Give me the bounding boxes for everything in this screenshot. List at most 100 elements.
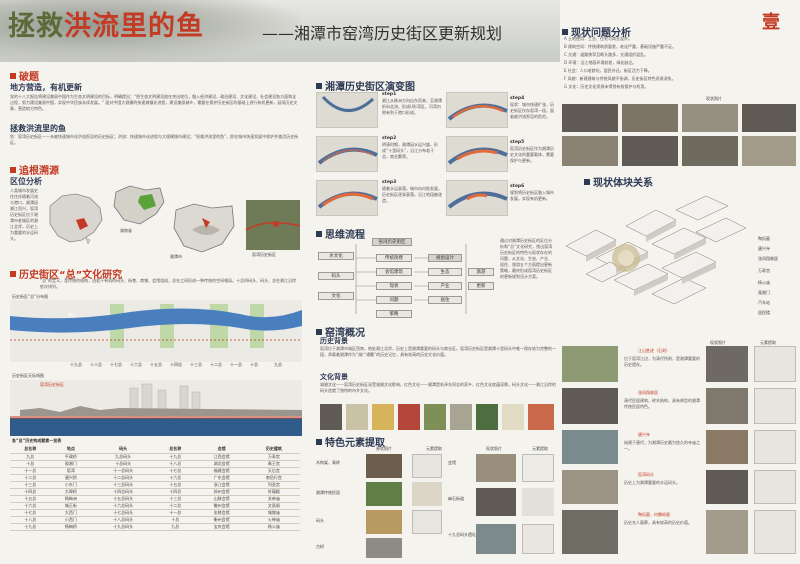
section-marker-icon <box>562 29 568 35</box>
culture-photo <box>398 404 420 430</box>
table-cell: 十五总 <box>154 481 196 489</box>
right-col-header: 现状照片 <box>710 340 726 345</box>
table-header: 地点 <box>50 446 92 454</box>
heritage-text: 清代民居建筑，砖木结构，具有典型的湘潭传统民居特色。 <box>624 398 700 409</box>
table-cell: 列圣宫 <box>247 481 300 489</box>
problem-item: C 交通：道路狭窄且断头路多，交通组织混乱。 <box>564 52 649 57</box>
board-number: 壹 <box>762 12 780 33</box>
section-marker-icon <box>10 271 16 277</box>
skyline-caption: 历史街区天际线图 <box>12 373 44 378</box>
heritage-photo <box>706 510 748 554</box>
table-cell: 十一总 <box>10 467 51 475</box>
table-cell: 十五总 <box>10 495 51 503</box>
table-cell: 十二总码头 <box>91 474 155 482</box>
flow-box: 水文化 <box>318 252 354 260</box>
breaking-heading-2: 拯救洪流里的鱼 <box>10 124 66 133</box>
flow-box: 规划设计 <box>428 254 462 262</box>
flow-box: 旅游 <box>468 268 494 276</box>
flow-box: 策略 <box>376 310 412 318</box>
table-cell: 十五总码头 <box>91 495 155 503</box>
table-cell: 十二总 <box>154 502 196 510</box>
table-cell: 福建会馆 <box>195 467 248 475</box>
table-cell: 广东会馆 <box>195 474 248 482</box>
culture-photo <box>502 404 524 430</box>
heritage-name: 唐兴寺 <box>638 432 650 437</box>
table-cell: 江西会馆 <box>195 453 248 461</box>
problem-photo <box>742 104 796 132</box>
feature-label: 湘潭传统民居 <box>316 490 340 495</box>
table-cell: 小西门 <box>50 516 92 524</box>
table-cell: 衡州会馆 <box>195 516 248 524</box>
table-cell: 南岳行宫 <box>247 474 300 482</box>
table-cell: 十七总 <box>10 509 51 517</box>
table-row: 十二总唐兴桥十二总码头十六总广东会馆南岳行宫 <box>10 474 300 482</box>
table-cell: 十三总 <box>154 495 196 503</box>
section-thinking: 思维流程 <box>316 226 365 241</box>
table-cell: 十九总 <box>10 523 51 531</box>
features-col-header: 元素提取 <box>532 446 548 451</box>
breaking-paragraph-1: 党的十八大报告将建设美丽中国作为生态文明建设的目标，明确提出：“把生态文明建设放… <box>10 94 300 118</box>
table-cell: 轩辕殿 <box>247 488 300 496</box>
breaking-heading-1: 地方营造，有机更新 <box>10 83 82 92</box>
table-cell: 九总 <box>154 523 196 531</box>
feature-label: 麻石街道 <box>448 496 464 501</box>
table-cell: 十四总码头 <box>91 488 155 496</box>
massing-label: 居民楼 <box>758 310 770 315</box>
culture-text: “总”的定义，是传统的结构，由若干有机的码头、街巷、商铺、会馆组成，总在之间形成… <box>40 278 297 289</box>
right-feature-list: 江山胜迹（石刻） 位于窑湾江边，为清代所刻，是湘潭重要的历史遗存。 张凤翔故居 … <box>562 346 798 560</box>
step-label: step3 <box>382 180 397 185</box>
section-label: 思维流程 <box>325 230 365 241</box>
feature-sketch <box>522 454 554 482</box>
table-title: 各“总”历史构成要素一览表 <box>12 438 62 443</box>
flow-box: 生态 <box>428 268 462 276</box>
zong-label: 十八总 <box>90 362 102 367</box>
section-problems: 现状问题分析 <box>562 24 631 39</box>
heritage-photo <box>706 430 748 464</box>
zong-label: 十九总 <box>70 362 82 367</box>
step-label: step2 <box>382 136 397 141</box>
step-label: step1 <box>382 92 397 97</box>
zong-label: 十一总 <box>230 362 242 367</box>
flow-box: 产业 <box>428 282 462 290</box>
xiangtan-map <box>172 200 238 256</box>
china-map <box>42 186 108 252</box>
heritage-photo <box>706 346 748 382</box>
culture-photo <box>320 404 342 430</box>
table-header: 总名称 <box>154 446 196 454</box>
flow-box: 传统街巷 <box>376 254 412 262</box>
step-text: 现状：城市快速扩张，历史街区仅存窑湾一段，面临被洪流吞没的危险。 <box>510 102 554 119</box>
massing-labels: 陶侃墓 唐兴寺 张凤翔故居 万寿宫 杨公庙 观湘门 汽车站 居民楼 <box>758 236 798 316</box>
table-cell: 大埠桥 <box>50 488 92 496</box>
feature-label: 码头 <box>316 518 324 523</box>
table-row: 十八总小西门十八总码头十总衡州会馆火神庙 <box>10 516 300 524</box>
evolution-map-4 <box>446 92 508 128</box>
feature-photo <box>476 454 516 482</box>
problem-photo <box>622 104 678 132</box>
heritage-photo <box>562 510 618 554</box>
table-cell: 天后宫 <box>247 467 300 475</box>
step-label: step4 <box>510 96 525 101</box>
table-cell: 小东门 <box>50 481 92 489</box>
step-text: 规划将历史街区融入城市发展，实现有机更新。 <box>510 190 554 201</box>
massing-label: 唐兴寺 <box>758 246 770 251</box>
table-row: 九总平政桥九总码头十九总江西会馆万寿宫 <box>10 453 300 461</box>
table-cell: 城正街 <box>50 502 92 510</box>
section-marker-icon <box>584 179 590 185</box>
table-row: 十总观湘门十总码头十八总湖北会馆禹王宫 <box>10 460 300 468</box>
table-cell: 杨梅桥 <box>50 523 92 531</box>
table-cell: 十七总 <box>154 467 196 475</box>
massing-label: 张凤翔故居 <box>758 256 778 261</box>
heritage-photo <box>562 388 618 424</box>
table-header: 会馆 <box>195 446 248 454</box>
heritage-text: 始建于唐代，为湘潭历史最为悠久的寺庙之一。 <box>624 440 700 451</box>
feature-sketch <box>412 510 442 534</box>
table-row: 十六总城正街十六总码头十二总徽州会馆文昌阁 <box>10 502 300 510</box>
breaking-p1: 党的十八大报告将建设美丽中国作为生态文明建设的目标，明确提出：“把生态文明建设放… <box>10 94 297 105</box>
massing-model <box>556 186 756 318</box>
right-col-header: 元素提取 <box>760 340 776 345</box>
table-row: 十三总小东门十三总码头十五总浙江会馆列圣宫 <box>10 481 300 489</box>
section-label: 窑湾概况 <box>325 328 365 339</box>
culture-background-heading: 文化背景 <box>320 373 348 381</box>
section-location: 区位分析 <box>10 177 42 186</box>
features-col-header: 现状照片 <box>486 446 502 451</box>
